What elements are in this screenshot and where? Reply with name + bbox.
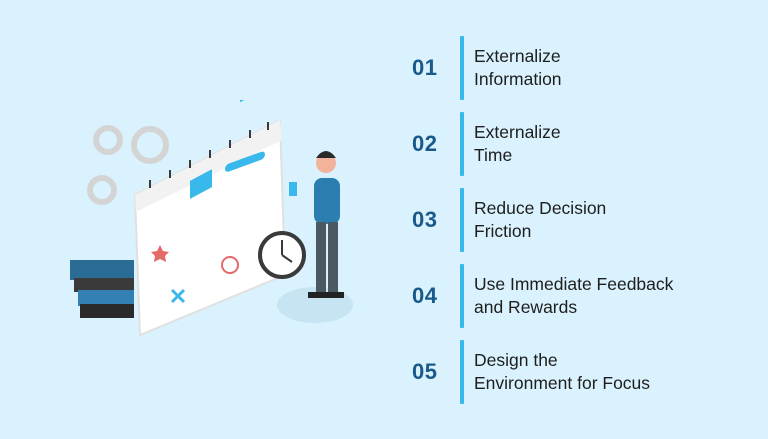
step-item: 05 Design the Environment for Focus [412, 340, 752, 404]
step-label: Use Immediate Feedback and Rewards [474, 273, 734, 319]
planning-illustration [70, 100, 353, 337]
step-label-line1: Externalize [474, 122, 561, 142]
step-number: 05 [412, 359, 438, 384]
circle-mark [221, 256, 239, 274]
step-label: Externalize Time [474, 121, 734, 167]
step-label: Externalize Information [474, 45, 734, 91]
step-label-line2: Time [474, 145, 513, 165]
x-mark-icon [170, 288, 186, 304]
step-label-line1: Use Immediate Feedback [474, 274, 674, 294]
step-item: 01 Externalize Information [412, 36, 752, 100]
step-number: 04 [412, 283, 438, 308]
star-icon [151, 245, 169, 262]
step-item: 04 Use Immediate Feedback and Rewards [412, 264, 752, 328]
step-label-line1: Design the [474, 350, 558, 370]
clock-icon [258, 231, 306, 279]
step-label-line2: Friction [474, 221, 532, 241]
calendar-icon [133, 100, 287, 337]
step-item: 03 Reduce Decision Friction [412, 188, 752, 252]
step-accent-bar [460, 340, 464, 404]
step-accent-bar [460, 112, 464, 176]
step-accent-bar [460, 188, 464, 252]
step-label-line1: Reduce Decision [474, 198, 607, 218]
phone-icon [289, 182, 297, 196]
step-number: 03 [412, 207, 438, 232]
books-icon [70, 260, 134, 318]
step-accent-bar [460, 36, 464, 100]
step-number: 02 [412, 131, 438, 156]
step-label-line1: Externalize [474, 46, 561, 66]
step-item: 02 Externalize Time [412, 112, 752, 176]
step-label: Design the Environment for Focus [474, 349, 734, 395]
step-accent-bar [460, 264, 464, 328]
step-label-line2: and Rewards [474, 297, 578, 317]
step-label: Reduce Decision Friction [474, 197, 734, 243]
step-label-line2: Information [474, 69, 562, 89]
gear-icon [87, 125, 169, 205]
step-number: 01 [412, 55, 438, 80]
steps-list: 01 Externalize Information 02 Externaliz… [412, 36, 752, 416]
person-icon [289, 151, 344, 298]
step-label-line2: Environment for Focus [474, 373, 651, 393]
